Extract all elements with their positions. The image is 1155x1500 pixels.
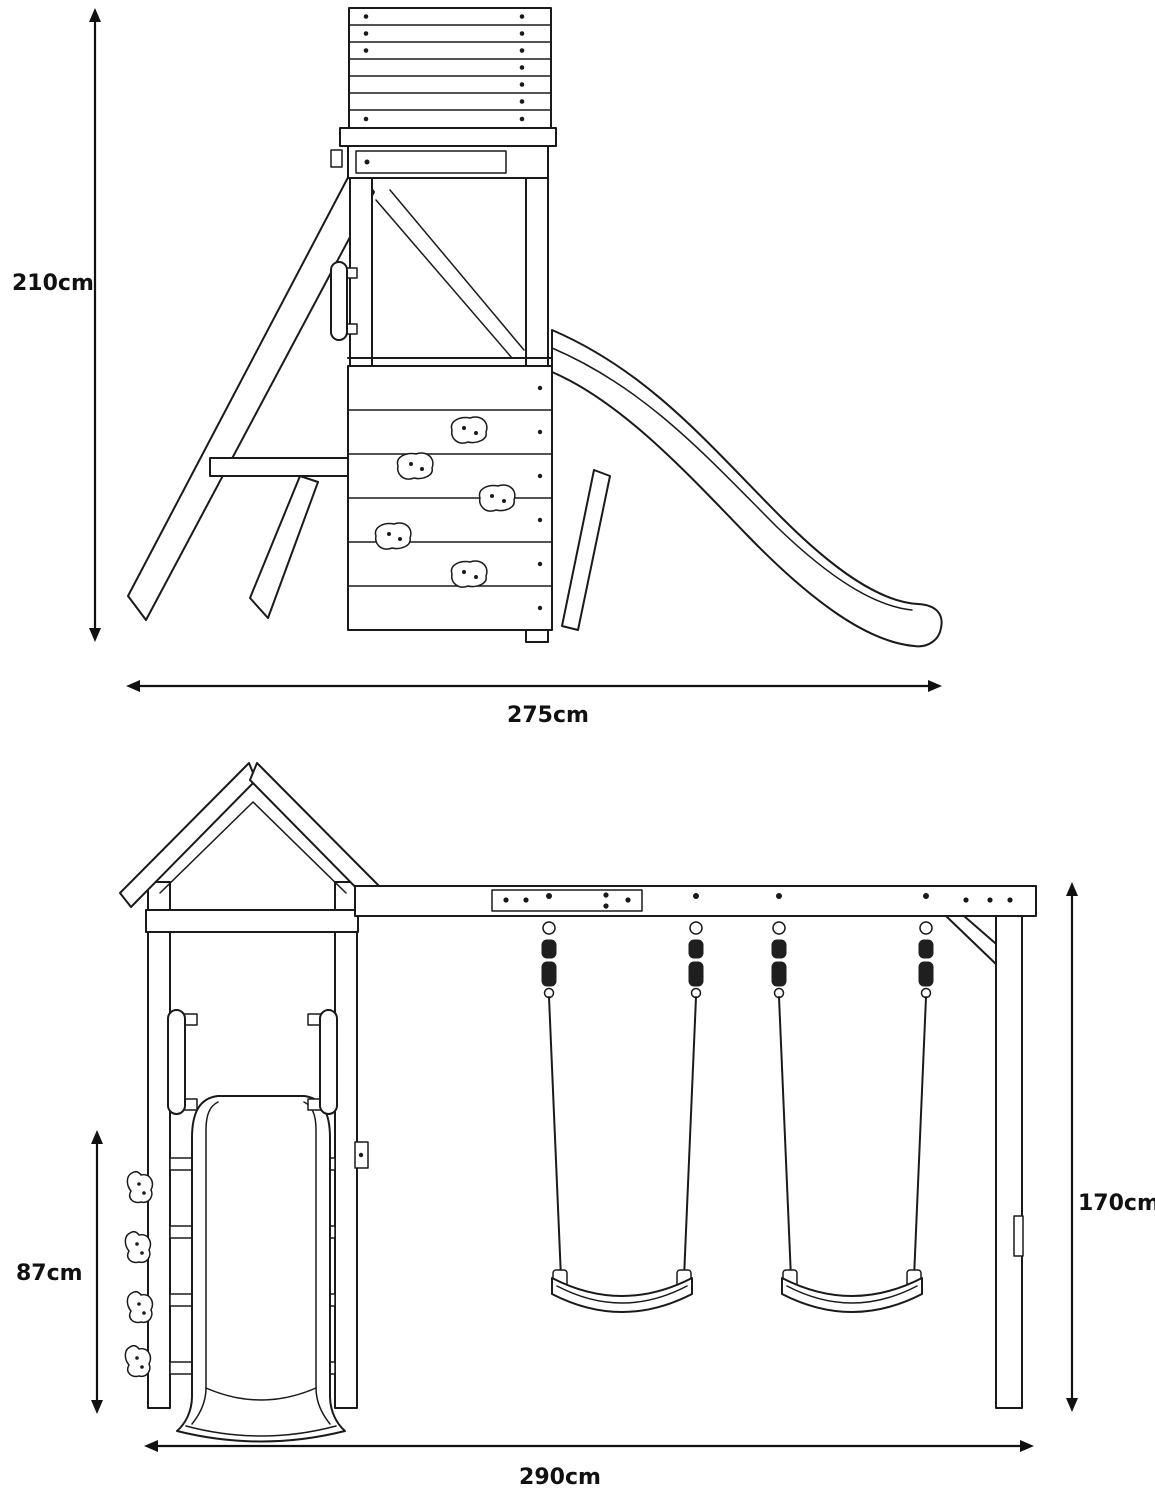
arrow-up-icon (91, 1130, 103, 1144)
dimension-ladder-height: 87cm (16, 1130, 103, 1414)
slide-front (176, 1095, 346, 1443)
ladder-height-label: 87cm (16, 1261, 83, 1286)
swing-rope (778, 996, 792, 1279)
swing-hanger (541, 921, 704, 999)
dimension-front-width: 290cm (144, 1440, 1034, 1490)
tower-roof-front (119, 762, 387, 908)
swing-seat (551, 1269, 693, 1313)
swing-left (541, 921, 704, 1313)
dimension-side-height: 210cm (12, 8, 101, 642)
arrow-right-icon (1020, 1440, 1034, 1452)
swing-right (771, 921, 934, 1313)
tower-roof-planks (348, 7, 552, 129)
front-view-drawing: 87cm 170cm 290cm (16, 762, 1155, 1490)
climbing-holds-side (374, 416, 516, 588)
swing-hanger (771, 921, 934, 999)
tower-posts-front (147, 881, 358, 1409)
arrow-down-icon (91, 1400, 103, 1414)
arrow-up-icon (1066, 882, 1078, 896)
swing-height-label: 170cm (1078, 1191, 1155, 1216)
climbing-wall-side (347, 365, 553, 631)
swing-frame-post (945, 915, 1024, 1409)
arrow-down-icon (1066, 1398, 1078, 1412)
a-frame-crossbar (209, 457, 353, 477)
a-frame-rear-leg (249, 475, 319, 619)
side-view-drawing: 210cm 275cm (12, 7, 943, 728)
swing-rope (548, 996, 562, 1279)
grab-handles-front (167, 1009, 338, 1115)
front-width-label: 290cm (519, 1465, 601, 1490)
grab-handle-side (330, 261, 358, 341)
tower-platform (330, 127, 557, 179)
swing-rope (913, 996, 927, 1279)
arrow-right-icon (928, 680, 942, 692)
dimension-side-width: 275cm (126, 680, 942, 728)
arrow-up-icon (89, 8, 101, 22)
dimension-swing-height: 170cm (1066, 882, 1155, 1412)
side-width-label: 275cm (507, 703, 589, 728)
arrow-left-icon (144, 1440, 158, 1452)
swing-seat (781, 1269, 923, 1313)
swing-beam (354, 885, 1037, 917)
swing-rope (683, 996, 697, 1279)
tower-header-beam (145, 909, 359, 933)
arrow-down-icon (89, 628, 101, 642)
side-height-label: 210cm (12, 271, 94, 296)
slide-support-strut (561, 469, 611, 631)
arrow-left-icon (126, 680, 140, 692)
slide-side (551, 329, 943, 648)
a-frame-leg (127, 165, 375, 621)
side-bracket (354, 1141, 369, 1169)
climbing-holds-front (124, 1170, 154, 1378)
